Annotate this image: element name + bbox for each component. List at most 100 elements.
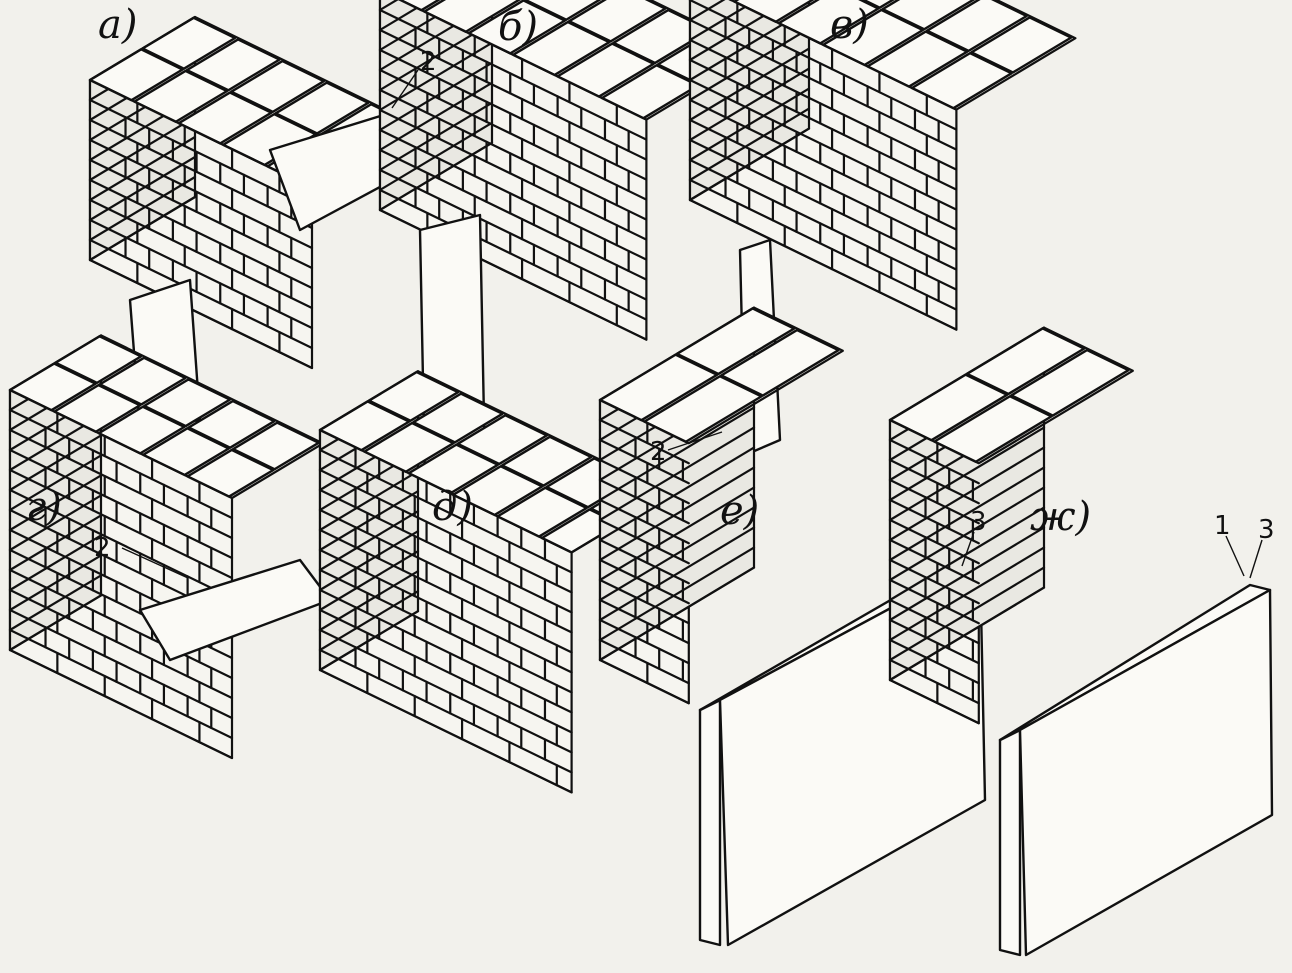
end-joint [888,586,1046,682]
end-joint [598,486,756,582]
end-joint [318,470,420,532]
end-joint [318,530,420,592]
course-joint [88,138,314,250]
end-joint [688,0,726,22]
course-joint [688,0,958,131]
panel-label-zh: ж) [1030,494,1091,540]
course-joint [8,648,234,760]
course-joint [88,238,314,350]
course-joint [8,428,234,540]
course-joint [598,538,690,585]
end-joint [8,474,103,532]
end-joint [888,486,1046,582]
end-joint [688,27,811,102]
top-brick [861,0,895,9]
course-joint [88,178,314,290]
course-joint [318,548,573,674]
end-joint [688,67,811,142]
callout-fill-v: 2 [650,437,667,467]
course-joint [598,578,690,625]
end-joint [598,446,756,542]
course-joint [8,608,234,720]
end-joint [888,526,1046,622]
course-joint [378,68,648,201]
end-joint [318,610,420,672]
end-joint [598,566,756,662]
course-joint [8,408,234,520]
course-joint [888,478,980,525]
course-joint [598,598,690,645]
end-joint [888,466,1046,562]
end-joint [8,494,103,552]
course-joint [598,418,690,465]
callout-fill-g: 2 [94,533,111,563]
course-joint [378,148,648,281]
course-joint [378,8,648,141]
course-joint [688,98,958,231]
end-joint [888,426,1046,522]
end-joint [598,526,756,622]
top-brick [230,59,326,114]
top-brick [187,399,276,449]
course-joint [88,218,314,330]
callout-layer-e: 3 [970,507,987,537]
end-joint [8,514,103,572]
course-joint [318,448,573,574]
course-joint [688,38,958,171]
course-joint [888,518,980,565]
top-brick [925,0,1028,53]
end-joint [888,446,1046,542]
course-joint [318,528,573,654]
callout-layer-zh-3: 3 [1258,515,1275,545]
panel-b-wall [378,0,760,482]
course-joint [688,78,958,211]
course-joint [888,558,980,605]
end-joint [8,454,103,512]
course-joint [318,668,573,794]
wall-top-outline [598,306,844,445]
wall-top-outline [728,0,1077,111]
panel-label-e: е) [720,488,759,534]
course-joint [888,538,980,585]
end-joint [318,590,420,652]
course-joint [378,108,648,241]
panel-label-d: д) [432,484,473,530]
end-joint [318,550,420,612]
end-joint [8,574,103,632]
course-joint [688,118,958,251]
end-joint [688,107,811,182]
course-joint [888,438,980,485]
top-brick [881,0,976,31]
insulation-layer [998,728,1022,957]
course-joint [8,568,234,680]
end-joint [598,406,756,502]
course-joint [598,638,690,685]
insulation-layer [698,698,722,947]
course-joint [378,188,648,321]
panel-label-v: в) [830,2,869,48]
course-joint [318,648,573,774]
course-joint [8,468,234,580]
course-joint [378,48,648,181]
top-brick [412,392,504,444]
callout-fill-a: 2 [420,47,437,77]
end-joint [8,434,103,492]
panel-v-wall [688,0,1077,457]
course-joint [318,568,573,694]
callout-layer-zh-1: 1 [1214,511,1231,541]
course-joint [598,518,690,565]
course-joint [8,448,234,560]
course-joint [598,438,690,485]
top-brick [456,414,549,466]
panel-label-a: а) [98,2,137,48]
end-joint [598,466,756,562]
plaster-panel [1018,588,1274,957]
end-joint [8,594,103,652]
course-joint [378,88,648,221]
course-joint [598,658,690,705]
end-joint [888,546,1046,642]
course-joint [688,158,958,291]
end-joint [598,546,756,642]
top-brick [970,16,1073,74]
